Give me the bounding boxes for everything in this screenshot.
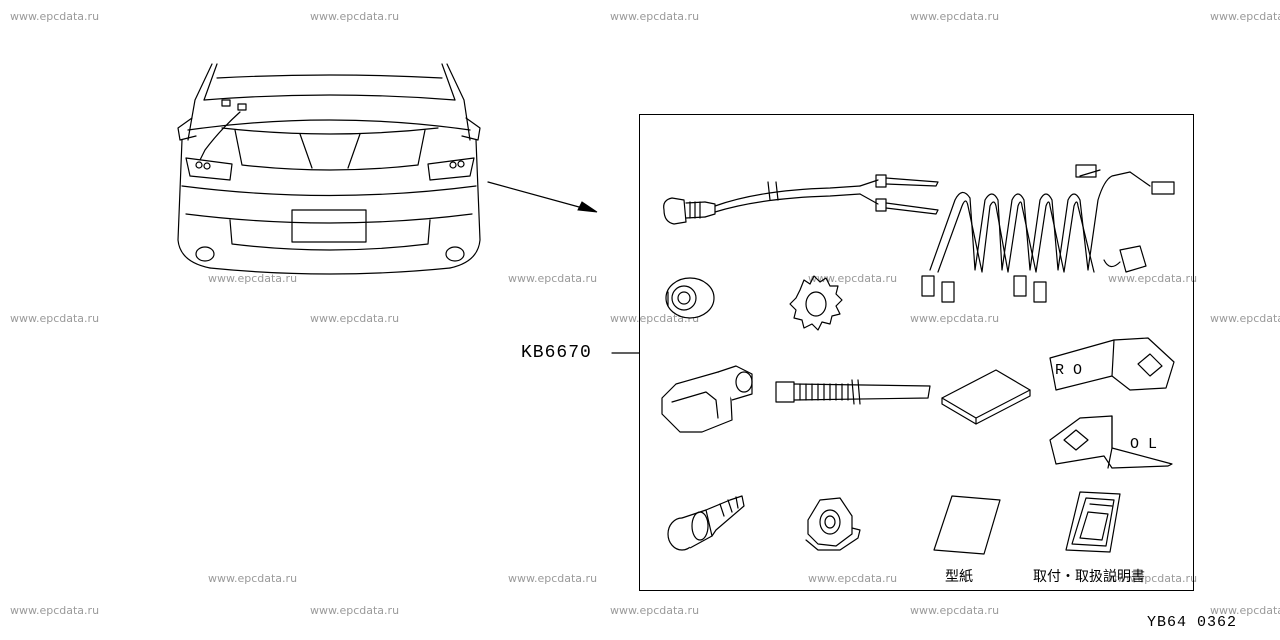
template-sheet-icon xyxy=(933,495,1001,555)
watermark-text: www.epcdata.ru xyxy=(610,10,700,23)
watermark-text: www.epcdata.ru xyxy=(310,604,400,617)
connector xyxy=(661,365,753,433)
watermark-text: www.epcdata.ru xyxy=(508,272,598,285)
adhesive-pad xyxy=(941,369,1031,425)
bracket-left xyxy=(1049,415,1173,469)
watermark-text: www.epcdata.ru xyxy=(1108,272,1198,285)
watermark-text: www.epcdata.ru xyxy=(10,604,100,617)
kit-contents-frame xyxy=(639,114,1194,591)
template-label: 型紙 xyxy=(945,569,973,585)
grommet xyxy=(665,277,715,319)
watermark-text: www.epcdata.ru xyxy=(910,10,1000,23)
bracket-left-label: O L xyxy=(1130,436,1158,453)
watermark-text: www.epcdata.ru xyxy=(910,312,1000,325)
harness-with-terminal xyxy=(663,174,939,225)
watermark-text: www.epcdata.ru xyxy=(910,604,1000,617)
flange-nut xyxy=(805,497,861,551)
manual-label: 取付・取扱説明書 xyxy=(1033,569,1145,585)
watermark-text: www.epcdata.ru xyxy=(208,572,298,585)
watermark-text: www.epcdata.ru xyxy=(310,10,400,23)
watermark-text: www.epcdata.ru xyxy=(10,312,100,325)
watermark-text: www.epcdata.ru xyxy=(808,572,898,585)
watermark-text: www.epcdata.ru xyxy=(1210,10,1280,23)
watermark-text: www.epcdata.ru xyxy=(808,272,898,285)
bracket-right-label: R O xyxy=(1055,362,1083,379)
kit-part-number: KB6670 xyxy=(521,343,592,363)
watermark-text: www.epcdata.ru xyxy=(1210,604,1280,617)
diagram-code: YB64 0362 xyxy=(1147,614,1238,631)
toothed-lock-washer xyxy=(789,275,843,331)
watermark-text: www.epcdata.ru xyxy=(1108,572,1198,585)
bracket-right xyxy=(1049,337,1175,391)
watermark-text: www.epcdata.ru xyxy=(1210,312,1280,325)
car-front-illustration xyxy=(177,63,598,275)
stud-bolt xyxy=(667,495,745,551)
watermark-text: www.epcdata.ru xyxy=(310,312,400,325)
watermark-text: www.epcdata.ru xyxy=(610,604,700,617)
watermark-text: www.epcdata.ru xyxy=(508,572,598,585)
watermark-text: www.epcdata.ru xyxy=(10,10,100,23)
cable-tie xyxy=(775,379,931,405)
watermark-text: www.epcdata.ru xyxy=(208,272,298,285)
instruction-manual-icon xyxy=(1065,491,1121,553)
main-harness xyxy=(921,164,1175,303)
